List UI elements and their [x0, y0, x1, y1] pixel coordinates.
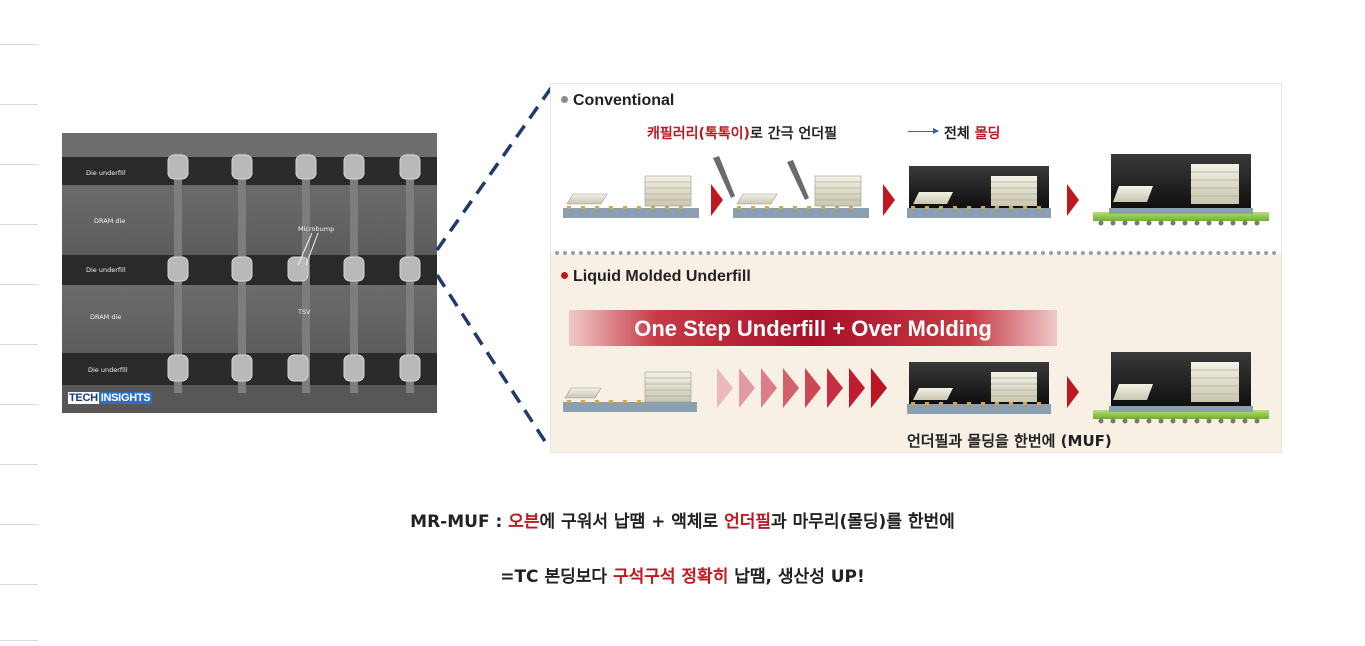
- sem-label-dram-die: DRAM die: [94, 217, 126, 225]
- margin-rule: [0, 584, 38, 585]
- sem-label-dram-die: DRAM die: [90, 313, 122, 321]
- caption-highlight: 구석구석 정확히: [612, 567, 729, 587]
- one-step-banner: One Step Underfill + Over Molding: [569, 310, 1057, 346]
- process-illustrations: [563, 154, 1269, 424]
- banner-text: One Step Underfill + Over Molding: [634, 316, 992, 341]
- sem-graphic: [62, 133, 437, 413]
- sem-label-die-underfill: Die underfill: [86, 169, 126, 177]
- lmu-title: Liquid Molded Underfill: [561, 268, 751, 286]
- caption-highlight: 언더필: [724, 512, 772, 532]
- capillary-text-red: 캐필러리(톡톡이): [647, 126, 750, 142]
- margin-rule: [0, 344, 38, 345]
- lmu-stage-1: [563, 371, 697, 412]
- full-text-black: 전체: [944, 126, 975, 142]
- conventional-stage-1: [563, 175, 699, 218]
- margin-rule: [0, 104, 38, 105]
- conventional-title-text: Conventional: [573, 92, 675, 109]
- margin-rule: [0, 464, 38, 465]
- margin-rule: [0, 224, 38, 225]
- arrow-right-icon: [908, 128, 939, 134]
- molding-step-text: 전체 몰딩: [944, 123, 1000, 143]
- margin-rule: [0, 640, 38, 641]
- bullet-icon: [561, 272, 568, 280]
- sem-label-microbump: Microbump: [298, 225, 335, 233]
- caption-text: 과 마무리(몰딩)를 한번에: [771, 512, 955, 532]
- lmu-stage-2: [907, 362, 1051, 414]
- logo-part-tech: TECH: [68, 392, 99, 404]
- lmu-stage-3: [1093, 352, 1269, 424]
- caption-text: MR-MUF :: [410, 512, 509, 532]
- caption-text: 납땜, 생산성 UP!: [728, 567, 865, 587]
- caption-text: 에 구워서 납땜 + 액체로: [539, 512, 725, 532]
- margin-rule: [0, 44, 38, 45]
- sem-label-tsv: TSV: [298, 308, 311, 316]
- caption-highlight: 오븐: [508, 512, 540, 532]
- section-divider: [555, 251, 1277, 255]
- bullet-icon: [561, 96, 568, 104]
- caption-line-2: =TC 본딩보다 구석구석 정확히 납땜, 생산성 UP!: [0, 562, 1365, 587]
- muf-note: 언더필과 몰딩을 한번에 (MUF): [907, 432, 1112, 450]
- margin-rule: [0, 524, 38, 525]
- progression-chevrons: [717, 368, 887, 408]
- conventional-stage-2: [713, 156, 869, 218]
- margin-rule: [0, 404, 38, 405]
- sem-label-die-underfill: Die underfill: [88, 366, 128, 374]
- margin-rule: [0, 164, 38, 165]
- conventional-title: Conventional: [561, 92, 674, 110]
- capillary-step-text: 캐필러리(톡톡이)로 간극 언더필: [647, 123, 837, 143]
- conventional-stage-3: [907, 166, 1051, 218]
- conventional-stage-4: [1093, 154, 1269, 226]
- caption-text: =TC 본딩보다: [500, 567, 613, 587]
- full-text-red: 몰딩: [974, 126, 1001, 142]
- sem-cross-section-image: Die underfill DRAM die Microbump Die und…: [62, 133, 437, 413]
- capillary-text-black: 로 간극 언더필: [749, 126, 837, 142]
- sem-label-die-underfill: Die underfill: [86, 266, 126, 274]
- logo-part-insights: INSIGHTS: [98, 392, 153, 404]
- process-diagram-panel: Conventional 캐필러리(톡톡이)로 간극 언더필 전체 몰딩: [550, 83, 1282, 453]
- margin-rule: [0, 284, 38, 285]
- caption-line-1: MR-MUF : 오븐에 구워서 납땜 + 액체로 언더필과 마무리(몰딩)를 …: [0, 507, 1365, 532]
- lmu-title-text: Liquid Molded Underfill: [573, 268, 751, 285]
